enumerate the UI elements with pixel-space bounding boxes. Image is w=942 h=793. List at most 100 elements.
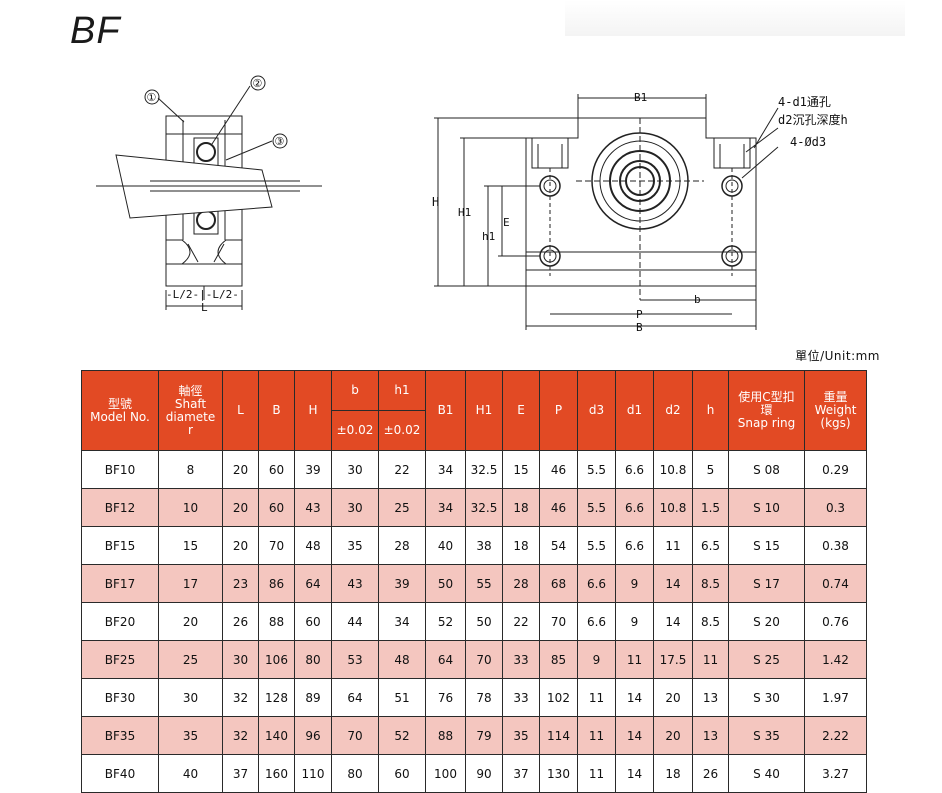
table-cell: 14 bbox=[615, 678, 654, 717]
table-cell: 50 bbox=[465, 602, 503, 641]
label-L: L bbox=[201, 301, 208, 314]
front-labels: B1 H H1 h1 E b P B 4-d1通孔 d2沉孔深度h 4-Ød3 bbox=[432, 91, 848, 334]
table-cell: 70 bbox=[258, 526, 295, 565]
table-cell: 33 bbox=[502, 678, 540, 717]
table-cell: BF20 bbox=[81, 602, 159, 641]
table-cell: 8 bbox=[158, 450, 223, 489]
table-cell: 70 bbox=[465, 640, 503, 679]
table-cell: 11 bbox=[615, 640, 654, 679]
table-cell: 68 bbox=[539, 564, 578, 603]
table-cell: 1.5 bbox=[692, 488, 729, 527]
table-cell: 14 bbox=[615, 716, 654, 755]
table-cell: 28 bbox=[502, 564, 540, 603]
table-cell: 110 bbox=[294, 754, 332, 793]
table-cell: 80 bbox=[331, 754, 379, 793]
table-cell: 39 bbox=[294, 450, 332, 489]
table-cell: 18 bbox=[502, 488, 540, 527]
table-cell: 11 bbox=[577, 678, 616, 717]
table-cell: 6.6 bbox=[577, 602, 616, 641]
col-H1: H1 bbox=[465, 370, 503, 451]
table-cell: BF17 bbox=[81, 564, 159, 603]
col-h1: h1 bbox=[378, 370, 426, 411]
table-cell: 22 bbox=[378, 450, 426, 489]
col-b-tolerance: ±0.02 bbox=[331, 410, 379, 451]
table-cell: 38 bbox=[465, 526, 503, 565]
table-cell: 64 bbox=[425, 640, 466, 679]
table-cell: 8.5 bbox=[692, 602, 729, 641]
table-cell: 46 bbox=[539, 450, 578, 489]
table-cell: 32 bbox=[222, 678, 259, 717]
technical-drawing: ① ② ③ -L/2-|-L/2- L bbox=[96, 75, 848, 334]
table-cell: 130 bbox=[539, 754, 578, 793]
table-cell: 32.5 bbox=[465, 488, 503, 527]
table-cell: 25 bbox=[378, 488, 426, 527]
table-cell: 1.42 bbox=[804, 640, 867, 679]
table-cell: BF35 bbox=[81, 716, 159, 755]
table-cell: 9 bbox=[615, 564, 654, 603]
table-cell: 5.5 bbox=[577, 450, 616, 489]
table-cell: 30 bbox=[222, 640, 259, 679]
table-cell: 60 bbox=[378, 754, 426, 793]
label-B1: B1 bbox=[634, 91, 647, 104]
table-cell: 43 bbox=[294, 488, 332, 527]
table-cell: BF25 bbox=[81, 640, 159, 679]
table-cell: 11 bbox=[577, 716, 616, 755]
table-cell: 11 bbox=[692, 640, 729, 679]
col-weight: 重量 Weight (kgs) bbox=[804, 370, 867, 451]
col-L: L bbox=[222, 370, 259, 451]
table-cell: 8.5 bbox=[692, 564, 729, 603]
note-d1: 4-d1通孔 bbox=[778, 95, 831, 109]
label-H: H bbox=[432, 195, 439, 209]
table-cell: 14 bbox=[653, 564, 693, 603]
table-cell: 70 bbox=[539, 602, 578, 641]
table-cell: BF12 bbox=[81, 488, 159, 527]
table-cell: 20 bbox=[222, 526, 259, 565]
table-cell: 20 bbox=[653, 716, 693, 755]
table-cell: 17.5 bbox=[653, 640, 693, 679]
table-cell: BF10 bbox=[81, 450, 159, 489]
table-cell: 34 bbox=[378, 602, 426, 641]
label-part2: ② bbox=[253, 77, 263, 90]
table-cell: 28 bbox=[378, 526, 426, 565]
table-cell: 40 bbox=[425, 526, 466, 565]
table-cell: 0.76 bbox=[804, 602, 867, 641]
table-cell: 76 bbox=[425, 678, 466, 717]
table-cell: 18 bbox=[653, 754, 693, 793]
table-cell: 0.74 bbox=[804, 564, 867, 603]
table-cell: 15 bbox=[502, 450, 540, 489]
table-cell: 30 bbox=[331, 488, 379, 527]
table-cell: 34 bbox=[425, 488, 466, 527]
table-cell: 34 bbox=[425, 450, 466, 489]
col-d1: d1 bbox=[615, 370, 654, 451]
note-d2: d2沉孔深度h bbox=[778, 112, 848, 127]
table-cell: 10.8 bbox=[653, 488, 693, 527]
table-cell: 6.5 bbox=[692, 526, 729, 565]
table-cell: 10.8 bbox=[653, 450, 693, 489]
table-cell: 114 bbox=[539, 716, 578, 755]
table-cell: 140 bbox=[258, 716, 295, 755]
table-cell: BF30 bbox=[81, 678, 159, 717]
table-cell: 22 bbox=[502, 602, 540, 641]
col-E: E bbox=[502, 370, 540, 451]
table-cell: 9 bbox=[615, 602, 654, 641]
table-cell: 54 bbox=[539, 526, 578, 565]
table-cell: S 25 bbox=[728, 640, 805, 679]
section-labels: ① ② ③ -L/2-|-L/2- L bbox=[144, 75, 288, 314]
table-cell: 13 bbox=[692, 716, 729, 755]
col-B: B bbox=[258, 370, 295, 451]
col-model: 型號 Model No. bbox=[81, 370, 159, 451]
spec-table: 型號 Model No. 軸徑 Shaft diamete r L B H b … bbox=[81, 370, 867, 793]
table-cell: 6.6 bbox=[615, 526, 654, 565]
table-cell: S 40 bbox=[728, 754, 805, 793]
table-cell: 33 bbox=[502, 640, 540, 679]
label-E: E bbox=[503, 216, 510, 229]
table-cell: 15 bbox=[158, 526, 223, 565]
table-cell: 35 bbox=[331, 526, 379, 565]
label-b: b bbox=[694, 293, 701, 306]
table-cell: 32.5 bbox=[465, 450, 503, 489]
